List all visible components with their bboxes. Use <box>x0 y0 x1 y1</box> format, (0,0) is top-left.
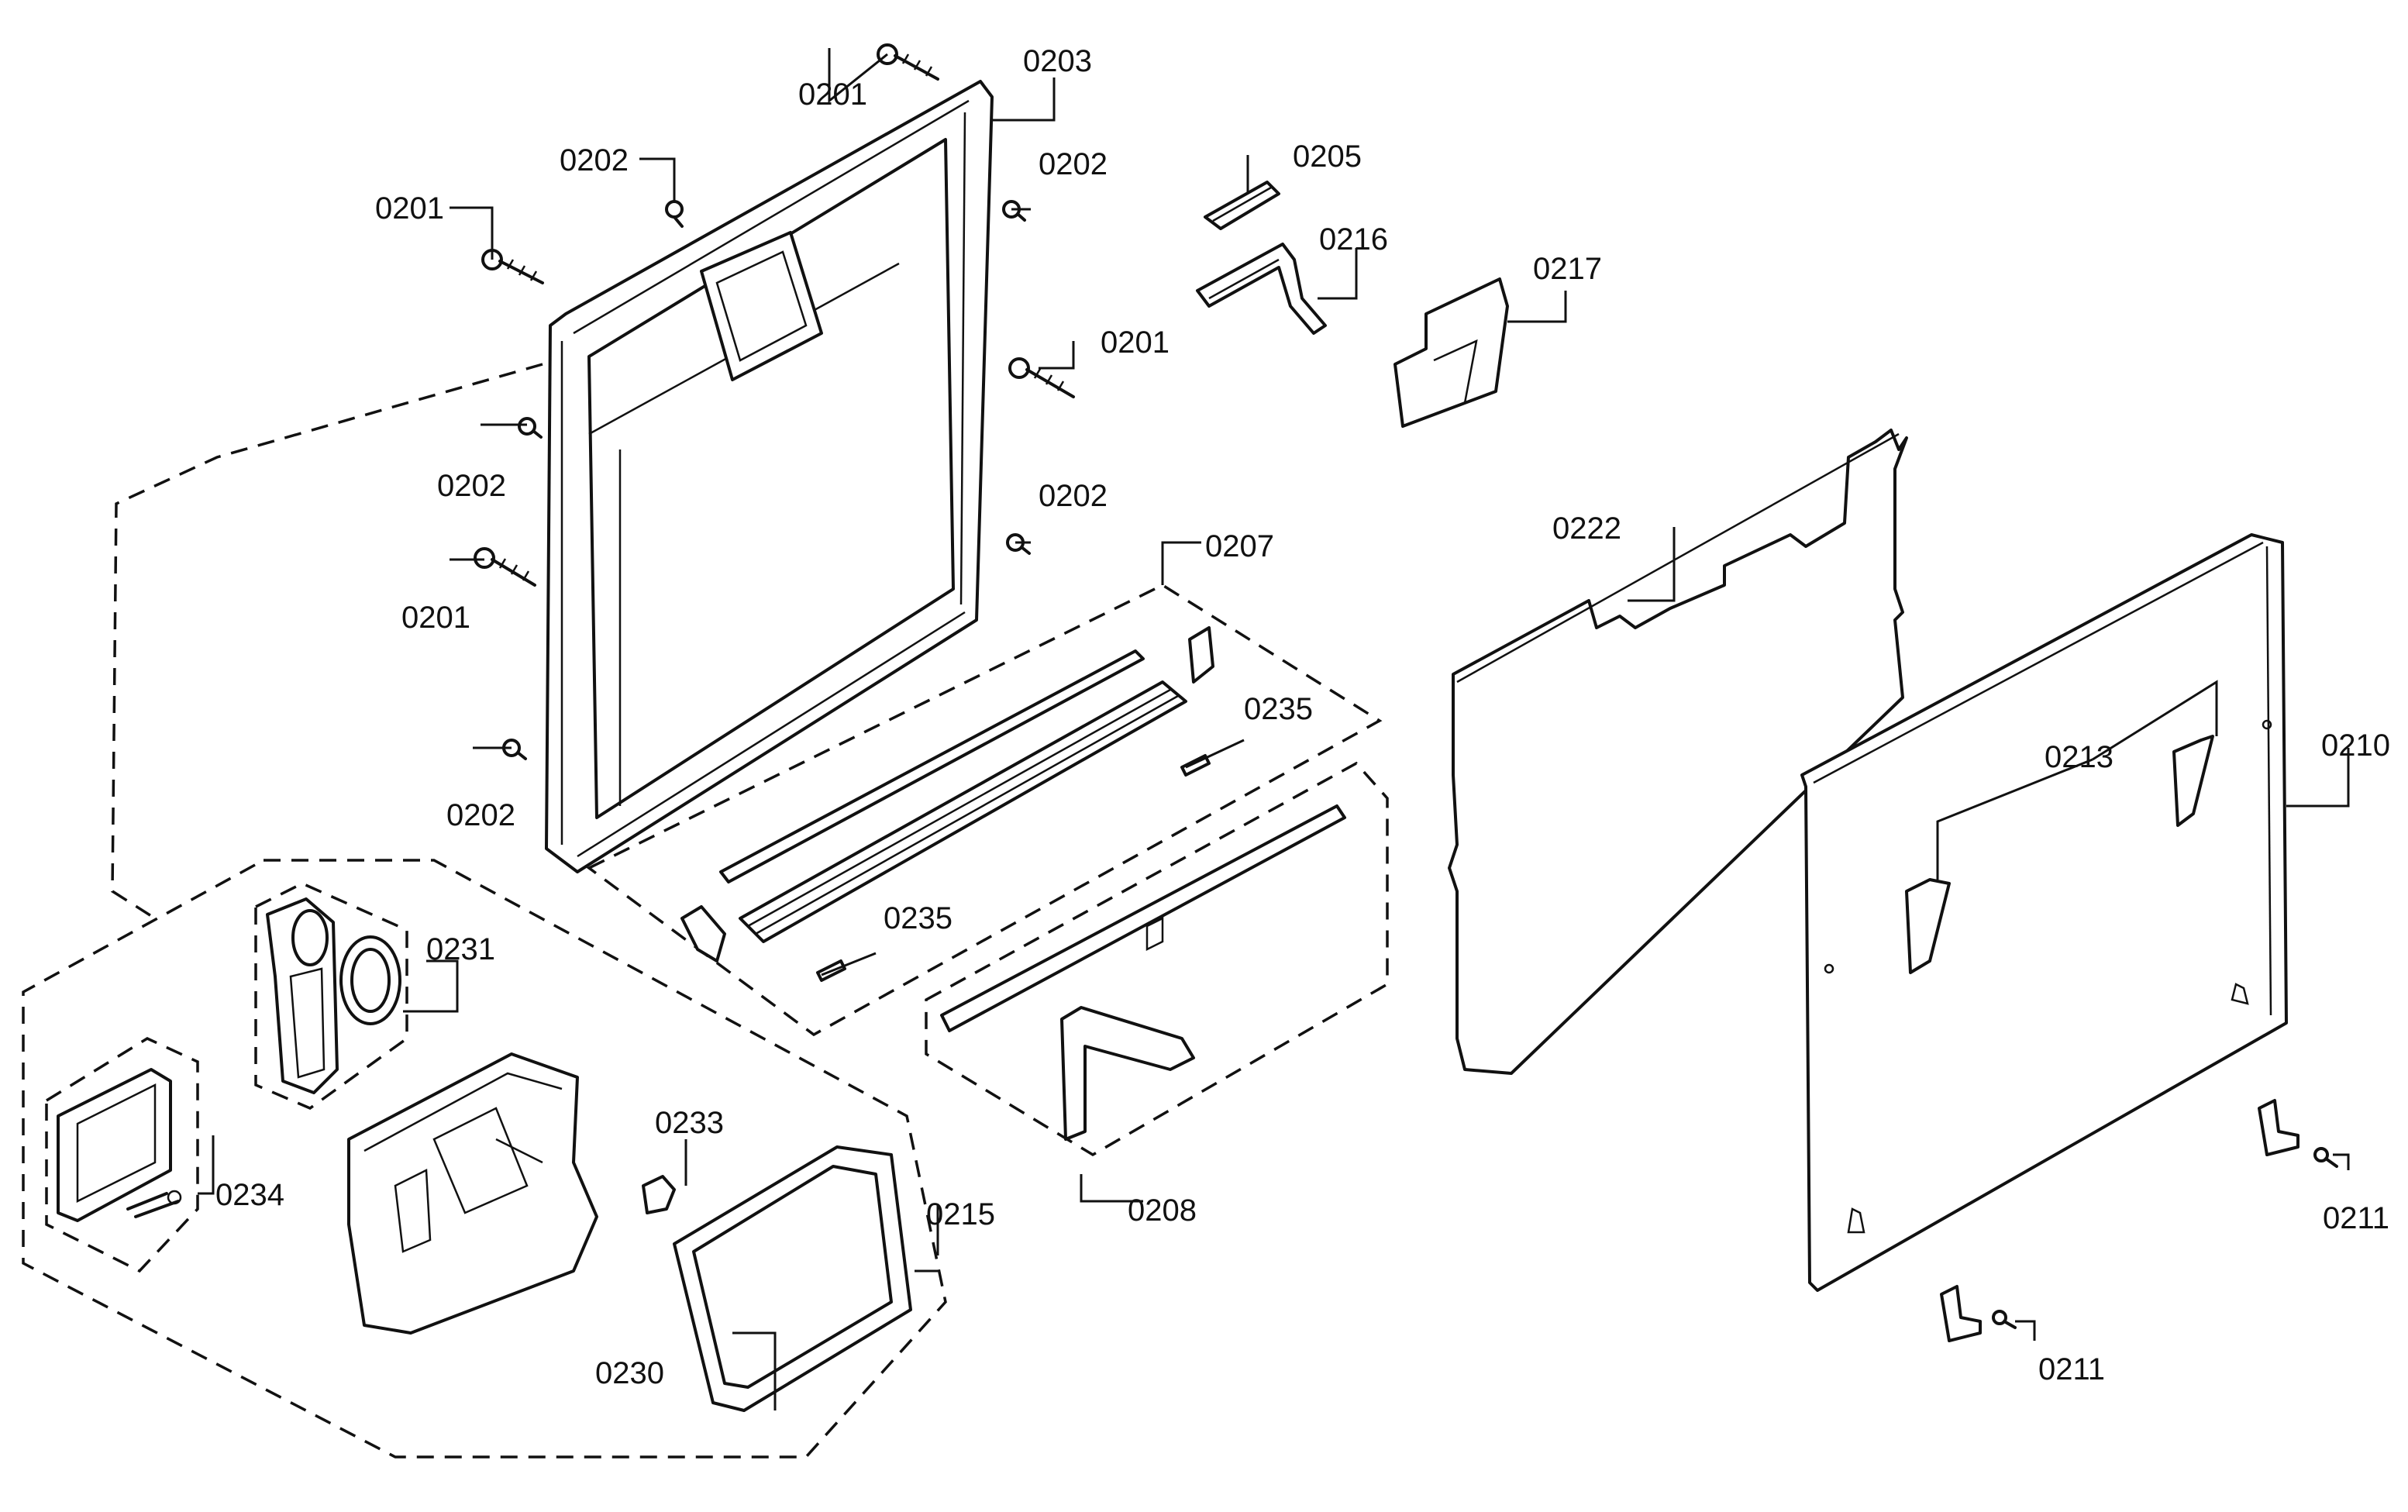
keyhole-left <box>1847 1207 1865 1234</box>
callout-0208: 0208 <box>1128 1193 1197 1228</box>
callout-0211-right: 0211 <box>2323 1201 2389 1235</box>
callout-0213: 0213 <box>2045 740 2113 774</box>
door-frame-outer <box>545 80 994 873</box>
screw-0211-bottom <box>1992 1310 2017 1329</box>
door-frame-inner <box>587 138 955 819</box>
clip-0233 <box>642 1175 676 1214</box>
screw-0202-mid-right <box>1006 533 1031 555</box>
callout-0201-left-lower: 0201 <box>401 601 470 635</box>
seal-ring-0231 <box>339 935 401 1025</box>
clip-0235-upper <box>1180 754 1211 777</box>
rail-bracket-group <box>940 804 1346 1141</box>
screw-0201-left-lower <box>474 547 536 587</box>
door-frame-rim-3 <box>577 611 966 858</box>
latch-part-0216 <box>1196 243 1327 335</box>
screw-0202-mid-left <box>518 417 543 439</box>
callout-0205: 0205 <box>1293 139 1362 174</box>
callout-0202-mid-left: 0202 <box>437 469 506 503</box>
door-group-outline <box>111 363 543 920</box>
callout-0230: 0230 <box>595 1356 664 1390</box>
group-0234-outline <box>45 1037 199 1273</box>
callout-0217: 0217 <box>1533 252 1602 286</box>
handle-end-bracket <box>680 905 726 963</box>
screw-0202-top-right <box>1002 200 1026 222</box>
callout-0207: 0207 <box>1205 529 1274 563</box>
l-bracket-0208 <box>1060 1006 1195 1141</box>
control-housing <box>347 1052 598 1335</box>
leader-lines <box>198 48 2350 1410</box>
callout-0231: 0231 <box>426 932 495 966</box>
screw-0201-top <box>877 43 939 81</box>
hook-0213-left <box>1905 878 1951 974</box>
group-outlines <box>22 363 1389 1459</box>
handle-strip-group <box>680 626 1214 982</box>
door-frame-rim-1 <box>573 99 970 335</box>
door-frame-rim-4 <box>959 112 966 605</box>
dispenser-opening-inner <box>715 250 808 362</box>
mount-bracket-0211-right <box>2258 1099 2299 1156</box>
control-panel-group-outline <box>22 859 947 1459</box>
hook-0213-right <box>2172 735 2214 827</box>
callout-0201-right: 0201 <box>1101 325 1170 360</box>
callout-0215: 0215 <box>926 1197 995 1231</box>
screw-0211-right <box>2313 1147 2338 1168</box>
callout-0234: 0234 <box>215 1178 284 1212</box>
rail-0208 <box>940 804 1346 1032</box>
keyhole-right <box>2231 983 2249 1005</box>
callout-0210: 0210 <box>2321 728 2390 763</box>
callout-0216: 0216 <box>1319 222 1388 257</box>
callout-0202-mid-right: 0202 <box>1039 479 1108 513</box>
handle-top-bracket <box>1188 626 1214 684</box>
clip-0235-lower <box>816 959 846 982</box>
callout-0202-top-right: 0202 <box>1039 147 1108 181</box>
callout-0201-left-upper: 0201 <box>375 191 444 226</box>
callout-0233: 0233 <box>655 1106 724 1140</box>
callout-labels: 0201 0201 0201 0201 0202 0202 0202 0202 … <box>215 44 2390 1390</box>
dispenser-opening <box>700 231 823 381</box>
cover-part-0217 <box>1393 277 1509 428</box>
callout-0235-upper: 0235 <box>1244 692 1313 726</box>
inner-panel-0222 <box>1448 429 1908 1075</box>
outer-panel-0210 <box>1800 533 2288 1292</box>
group-0208-outline <box>925 761 1389 1157</box>
group-0231-outline <box>254 882 408 1110</box>
screw-0201-right <box>1008 357 1075 398</box>
screw-0202-bottom-left <box>502 739 527 760</box>
callout-0202-bottom-left: 0202 <box>446 798 515 832</box>
callout-0211-bottom: 0211 <box>2038 1352 2105 1386</box>
callout-0201-top: 0201 <box>798 77 867 112</box>
handle-thin-strip <box>719 649 1145 883</box>
user-interface-module-0234 <box>57 1068 182 1222</box>
callout-0235-lower: 0235 <box>884 901 953 935</box>
screw-0202-top-left <box>665 200 684 228</box>
callout-0203: 0203 <box>1023 44 1092 78</box>
inner-door-frame <box>545 80 994 873</box>
group-0207-outline <box>586 583 1383 1037</box>
mount-bracket-0211-bottom <box>1940 1285 1982 1342</box>
gasket-frame-0230 <box>673 1145 912 1412</box>
hinge-part-0205 <box>1204 181 1280 230</box>
callout-0222: 0222 <box>1552 511 1621 546</box>
callout-0202-top-left: 0202 <box>560 143 629 177</box>
knob-housing-0231 <box>266 897 339 1094</box>
